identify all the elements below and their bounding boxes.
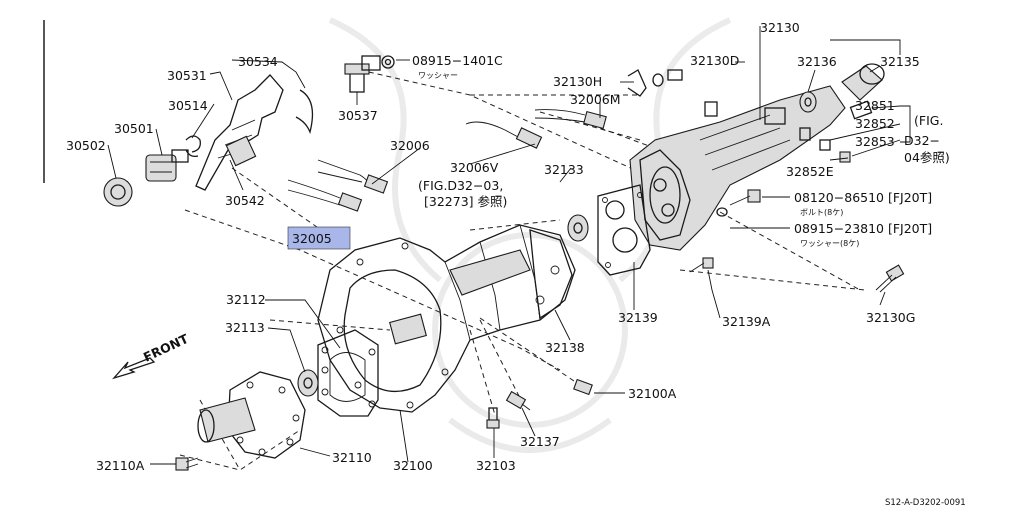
bolt-32130G: [875, 264, 905, 293]
label-32137: 32137: [520, 434, 560, 449]
plug-30537: [344, 55, 381, 93]
label-32005: 32005: [292, 231, 332, 246]
extension-housing-32130: [629, 85, 846, 251]
front-cover-32110: [197, 371, 306, 459]
fig-ref-2-line1: (FIG.: [914, 113, 943, 128]
front-arrow: FRONT: [112, 331, 191, 380]
leader-lines: [107, 26, 911, 465]
label-32139: 32139: [618, 310, 658, 325]
label-32851: 32851: [855, 98, 895, 113]
switch-32006: [317, 159, 389, 194]
fig-ref-1-line1: (FIG.D32−03,: [418, 178, 503, 193]
washer-qty-jp: ワッシャー(8ケ): [800, 239, 859, 248]
clip-32130H: [627, 69, 683, 97]
label-32853: 32853: [855, 134, 895, 149]
label-32113: 32113: [225, 320, 265, 335]
label-30542: 30542: [225, 193, 265, 208]
label-32110: 32110: [332, 450, 372, 465]
gasket-32112: [317, 329, 379, 417]
switch-32005: [287, 179, 363, 212]
label-32006V: 32006V: [450, 160, 499, 175]
front-label: FRONT: [141, 331, 191, 365]
label-08915-2381: 08915−23810 [FJ20T]: [794, 221, 932, 236]
label-32138: 32138: [545, 340, 585, 355]
pinion-30501: [145, 149, 189, 182]
seal-32113: [297, 369, 319, 397]
label-32133: 32133: [544, 162, 584, 177]
label-32006M: 32006M: [570, 92, 621, 107]
seal-32136: [799, 91, 817, 113]
label-30534: 30534: [238, 54, 278, 69]
footer-code: S12-A-D3202-0091: [885, 498, 966, 508]
switch-32006V: [465, 121, 543, 149]
label-30537: 30537: [338, 108, 378, 123]
washer-08915: [381, 55, 395, 69]
bolt-qty-jp: ボルト(8ケ): [800, 208, 843, 217]
fig-ref-2-line2: D32−: [904, 133, 940, 148]
part-labels: 30531 30534 30514 30501 30502 30542 3053…: [66, 20, 966, 508]
plug-32100A: [573, 378, 593, 396]
shift-fork-assembly: [195, 74, 314, 191]
label-08120: 08120−86510 [FJ20T]: [794, 190, 932, 205]
clip-30514: [185, 135, 201, 158]
label-32100: 32100: [393, 458, 433, 473]
label-32130H: 32130H: [553, 74, 602, 89]
bolt-32139A: [689, 257, 714, 273]
bolt-32110A: [175, 457, 199, 471]
label-32103: 32103: [476, 458, 516, 473]
label-32006: 32006: [390, 138, 430, 153]
label-32130: 32130: [760, 20, 800, 35]
label-30502: 30502: [66, 138, 106, 153]
plunger-parts: [799, 100, 873, 163]
switch-32137: [505, 390, 531, 411]
bolt-32103: [486, 407, 500, 429]
transmission-case-32100: [317, 224, 576, 413]
label-32110A: 32110A: [96, 458, 145, 473]
switch-32006M: [534, 109, 607, 130]
label-32135: 32135: [880, 54, 920, 69]
bushing-32135: [841, 63, 885, 101]
label-32139A: 32139A: [722, 314, 771, 329]
label-08915-1401: 08915−1401C: [412, 53, 503, 68]
label-32130G: 32130G: [866, 310, 915, 325]
label-30514: 30514: [168, 98, 208, 113]
seal-30502: [103, 177, 133, 207]
label-32130D: 32130D: [690, 53, 739, 68]
label-32852: 32852: [855, 116, 895, 131]
label-32136: 32136: [797, 54, 837, 69]
fig-ref-1-line2: [32273] 参照): [424, 194, 507, 209]
bearing-32133: [567, 214, 589, 242]
fig-ref-2-line3: 04参照): [904, 150, 950, 165]
label-32005-highlight[interactable]: 32005: [287, 226, 351, 250]
adapter-plate-32139: [597, 184, 651, 276]
label-30531: 30531: [167, 68, 207, 83]
bolt-08120: [716, 189, 761, 217]
label-30501: 30501: [114, 121, 154, 136]
label-32112: 32112: [226, 292, 266, 307]
label-32852E: 32852E: [786, 164, 834, 179]
washer-jp-1: ワッシャー: [418, 71, 458, 80]
highlight-box: [287, 226, 351, 250]
label-32100A: 32100A: [628, 386, 677, 401]
